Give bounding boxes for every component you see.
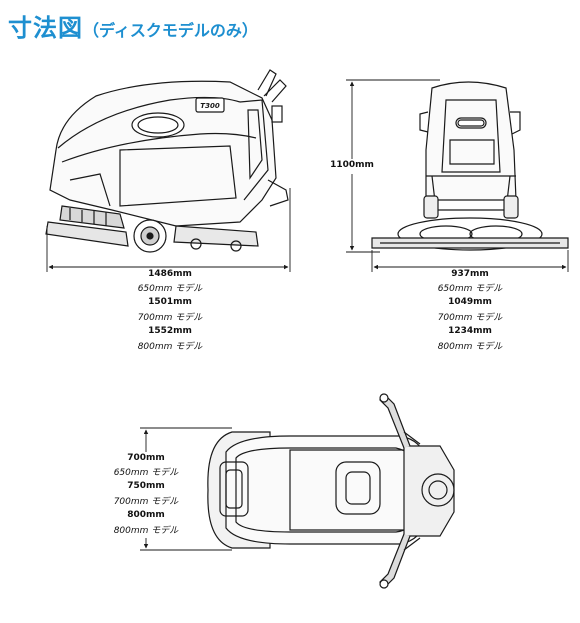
side-length-dimension [46, 188, 291, 272]
front-variant-model: 650mm モデル [437, 284, 503, 294]
front-width-dimension [371, 250, 569, 272]
top-view-dimensions: 700mm 650mm モデル 750mm 700mm モデル 800mm 80… [104, 452, 188, 538]
front-height-value: 1100mm [330, 160, 374, 170]
side-variant-model: 650mm モデル [137, 284, 203, 294]
side-view-dimensions: 1486mm 650mm モデル 1501mm 700mm モデル 1552mm… [120, 268, 220, 354]
front-variant-value: 1049mm [448, 297, 492, 307]
front-view-machine [371, 81, 569, 251]
side-length-value: 1486mm [148, 269, 192, 279]
side-variant-model: 800mm モデル [137, 342, 203, 352]
page-title: 寸法図（ディスクモデルのみ） [8, 8, 258, 43]
side-variant-value: 1552mm [148, 326, 192, 336]
side-view-machine [45, 69, 289, 253]
top-variant-model: 800mm モデル [113, 526, 179, 536]
top-view-machine [207, 393, 455, 589]
title-subtitle: （ディスクモデルのみ） [83, 21, 258, 40]
top-variant-value: 800mm [127, 510, 165, 520]
title-main: 寸法図 [8, 14, 83, 42]
top-variant-value: 750mm [127, 481, 165, 491]
front-variant-model: 700mm モデル [437, 313, 503, 323]
top-variant-model: 700mm モデル [113, 497, 179, 507]
front-height-label: 1100mm [328, 159, 376, 174]
front-width-value: 937mm [451, 269, 489, 279]
front-view-dimensions: 937mm 650mm モデル 1049mm 700mm モデル 1234mm … [420, 268, 520, 354]
top-width-value: 700mm [127, 453, 165, 463]
side-variant-value: 1501mm [148, 297, 192, 307]
top-variant-model: 650mm モデル [113, 468, 179, 478]
model-badge: T300 [200, 102, 220, 110]
side-variant-model: 700mm モデル [137, 313, 203, 323]
front-variant-value: 1234mm [448, 326, 492, 336]
front-variant-model: 800mm モデル [437, 342, 503, 352]
